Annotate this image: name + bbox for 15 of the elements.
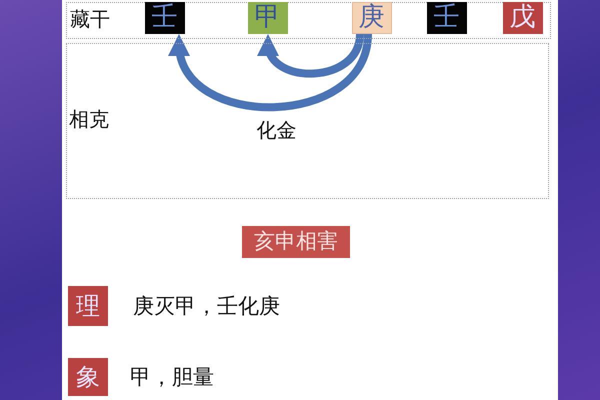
character-tile: 甲: [248, 2, 288, 34]
curved-arrow: [170, 33, 372, 112]
character-tile: 壬: [426, 2, 466, 34]
character-tile: 庚: [352, 2, 392, 34]
row-heading: 相克: [69, 108, 109, 132]
row-heading: 藏干: [70, 8, 110, 32]
character-tile: 壬: [144, 2, 184, 34]
heading-banner: 亥申相害: [242, 226, 350, 258]
dotted-frame: [66, 2, 551, 39]
description-text: 甲，胆量: [130, 364, 214, 390]
curved-arrow: [259, 33, 364, 78]
character-tile: 理: [68, 286, 108, 326]
description-text: 庚灭甲，壬化庚: [133, 293, 280, 319]
character-tile: 象: [68, 358, 108, 396]
character-tile: 戊: [502, 2, 542, 34]
